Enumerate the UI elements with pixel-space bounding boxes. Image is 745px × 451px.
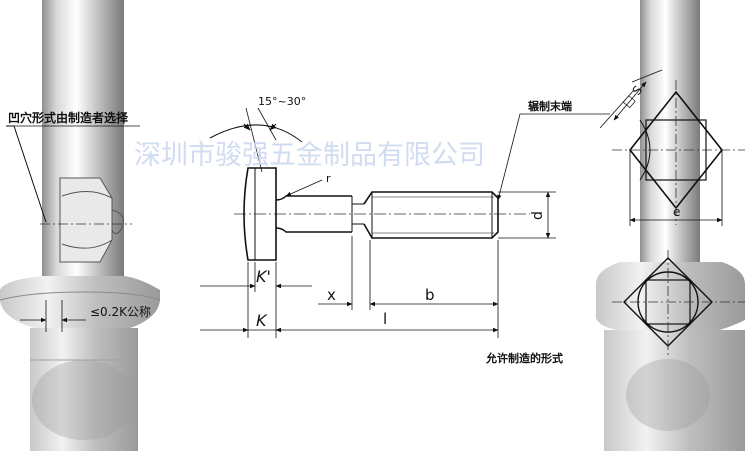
d-label: d	[530, 211, 546, 220]
angle-annotation	[209, 107, 323, 197]
right-bolt-photo	[596, 0, 745, 451]
end-note-leader	[497, 113, 610, 201]
square-neck-end-view	[612, 250, 745, 356]
left-bolt-photo	[0, 0, 161, 451]
bottom-dimensions	[200, 236, 499, 338]
e-label: e	[673, 205, 680, 219]
k-label: K	[256, 311, 268, 330]
recess-note-label: 凹穴形式由制造者选择	[8, 110, 129, 125]
x-label: x	[327, 286, 336, 304]
tolerance-note-label: ≤0.2K公称	[90, 305, 151, 319]
end-note-label: 辗制末端	[528, 99, 572, 113]
company-watermark: 深圳市骏强五金制品有限公司	[134, 140, 485, 171]
d-dimension	[498, 191, 556, 239]
angle-label: 15°~30°	[258, 95, 306, 108]
square-neck-top-view	[599, 69, 745, 226]
b-label: b	[425, 286, 435, 304]
k-prime-label: K'	[256, 267, 271, 286]
r-label: r	[326, 172, 331, 185]
bolt-side-view	[234, 167, 530, 261]
l-label: l	[383, 310, 387, 328]
allowed-form-label: 允许制造的形式	[485, 351, 563, 365]
